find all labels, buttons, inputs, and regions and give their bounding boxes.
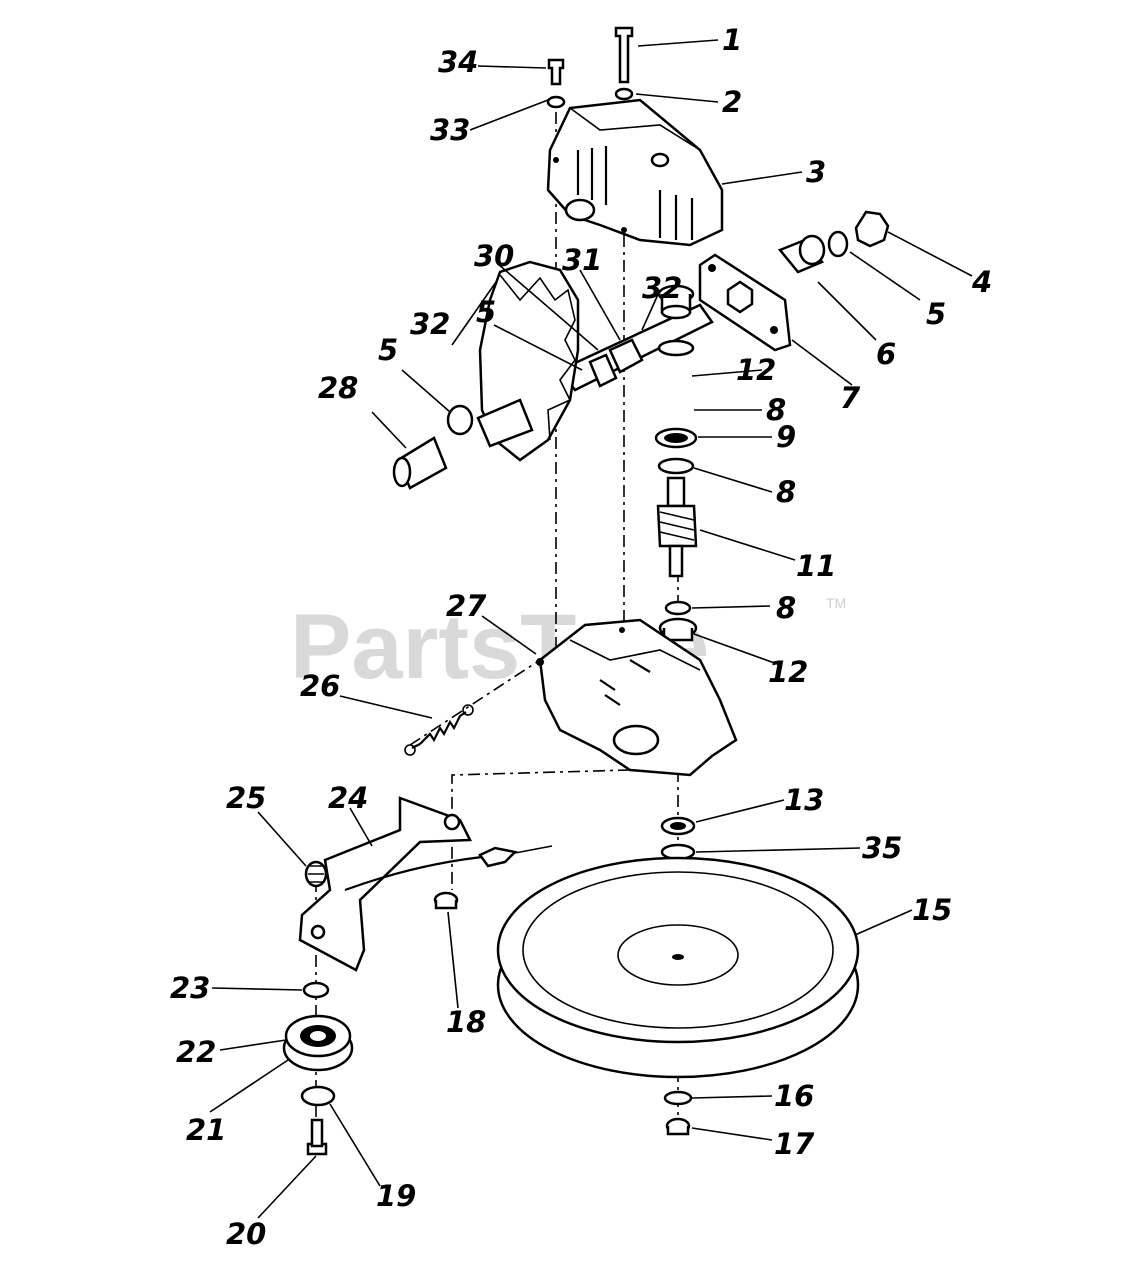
bushing-12-upper [657,284,695,320]
callout-4: 4 [971,265,992,299]
washer-13 [660,816,696,836]
worm-gear-11 [656,476,698,578]
bolt-20 [306,1118,328,1156]
callout-34: 34 [438,45,478,79]
callout-35: 35 [862,831,902,865]
bushing-12-lower [658,617,698,642]
callout-15: 15 [912,893,952,927]
spring-26 [404,704,474,756]
callout-1: 1 [722,23,742,57]
callout-23: 23 [170,971,210,1005]
watermark-trademark: TM [826,595,846,611]
nut-17 [665,1117,691,1136]
callout-27: 27 [446,589,487,623]
nut-18 [433,891,459,910]
callout-19: 19 [376,1179,416,1213]
callout-22: 22 [176,1035,216,1069]
callout-28: 28 [318,371,358,405]
callout-31: 31 [562,243,602,277]
callout-12-a: 12 [736,353,776,387]
bearing-28 [392,436,448,490]
idler-pulley-22 [282,1014,354,1072]
washer-33 [546,95,566,109]
callout-20: 20 [226,1217,266,1251]
callout-5-c: 5 [378,333,398,367]
callout-30: 30 [474,239,514,273]
callout-labels: 1 2 3 4 5 5 5 5 6 7 8 8 8 9 11 12 12 13 … [170,23,992,1251]
callout-8-a: 8 [766,393,786,427]
idler-bracket-24 [298,796,472,972]
callout-24: 24 [328,781,368,815]
callout-18: 18 [446,1005,486,1039]
callout-9: 9 [776,420,796,454]
callout-7: 7 [840,381,861,415]
washer-16 [663,1090,693,1106]
nut-25 [304,860,328,888]
callout-3: 3 [806,155,826,189]
callout-11: 11 [796,549,836,583]
callout-32-a: 32 [642,271,682,305]
hex-plate-nut [726,280,754,314]
cable-end [478,846,518,868]
callout-21: 21 [186,1113,226,1147]
screw-34 [547,58,565,86]
washer-8-c [664,600,692,616]
callout-2: 2 [722,85,742,119]
bearing-6 [777,234,826,274]
washer-19 [300,1085,336,1107]
callout-17: 17 [774,1127,815,1161]
callout-13: 13 [784,783,824,817]
callout-8-b: 8 [776,475,796,509]
callout-5-a: 5 [926,297,946,331]
washer-5-right [827,230,849,258]
cable-link [344,854,493,892]
callout-26: 26 [300,669,340,703]
callout-5-b: 5 [476,295,496,329]
bolt-1 [614,26,634,84]
nut-4 [854,210,890,248]
callout-32-b: 32 [410,307,450,341]
callout-8-c: 8 [776,591,796,625]
leader-lines [209,39,973,1219]
callout-12-b: 12 [768,655,808,689]
callout-25: 25 [226,781,266,815]
upper-gear-housing [546,98,724,247]
bearing-9 [654,427,698,449]
gear-hub [476,398,534,448]
callout-16: 16 [774,1079,814,1113]
washer-8-b [657,457,695,475]
washer-2 [614,87,634,101]
washer-8-a [657,339,695,357]
drive-pulley-15 [496,856,860,1079]
callout-33: 33 [430,113,470,147]
washer-5-left [446,404,474,436]
callout-6: 6 [876,337,896,371]
lower-gear-housing [536,618,738,777]
washer-23 [302,981,330,999]
